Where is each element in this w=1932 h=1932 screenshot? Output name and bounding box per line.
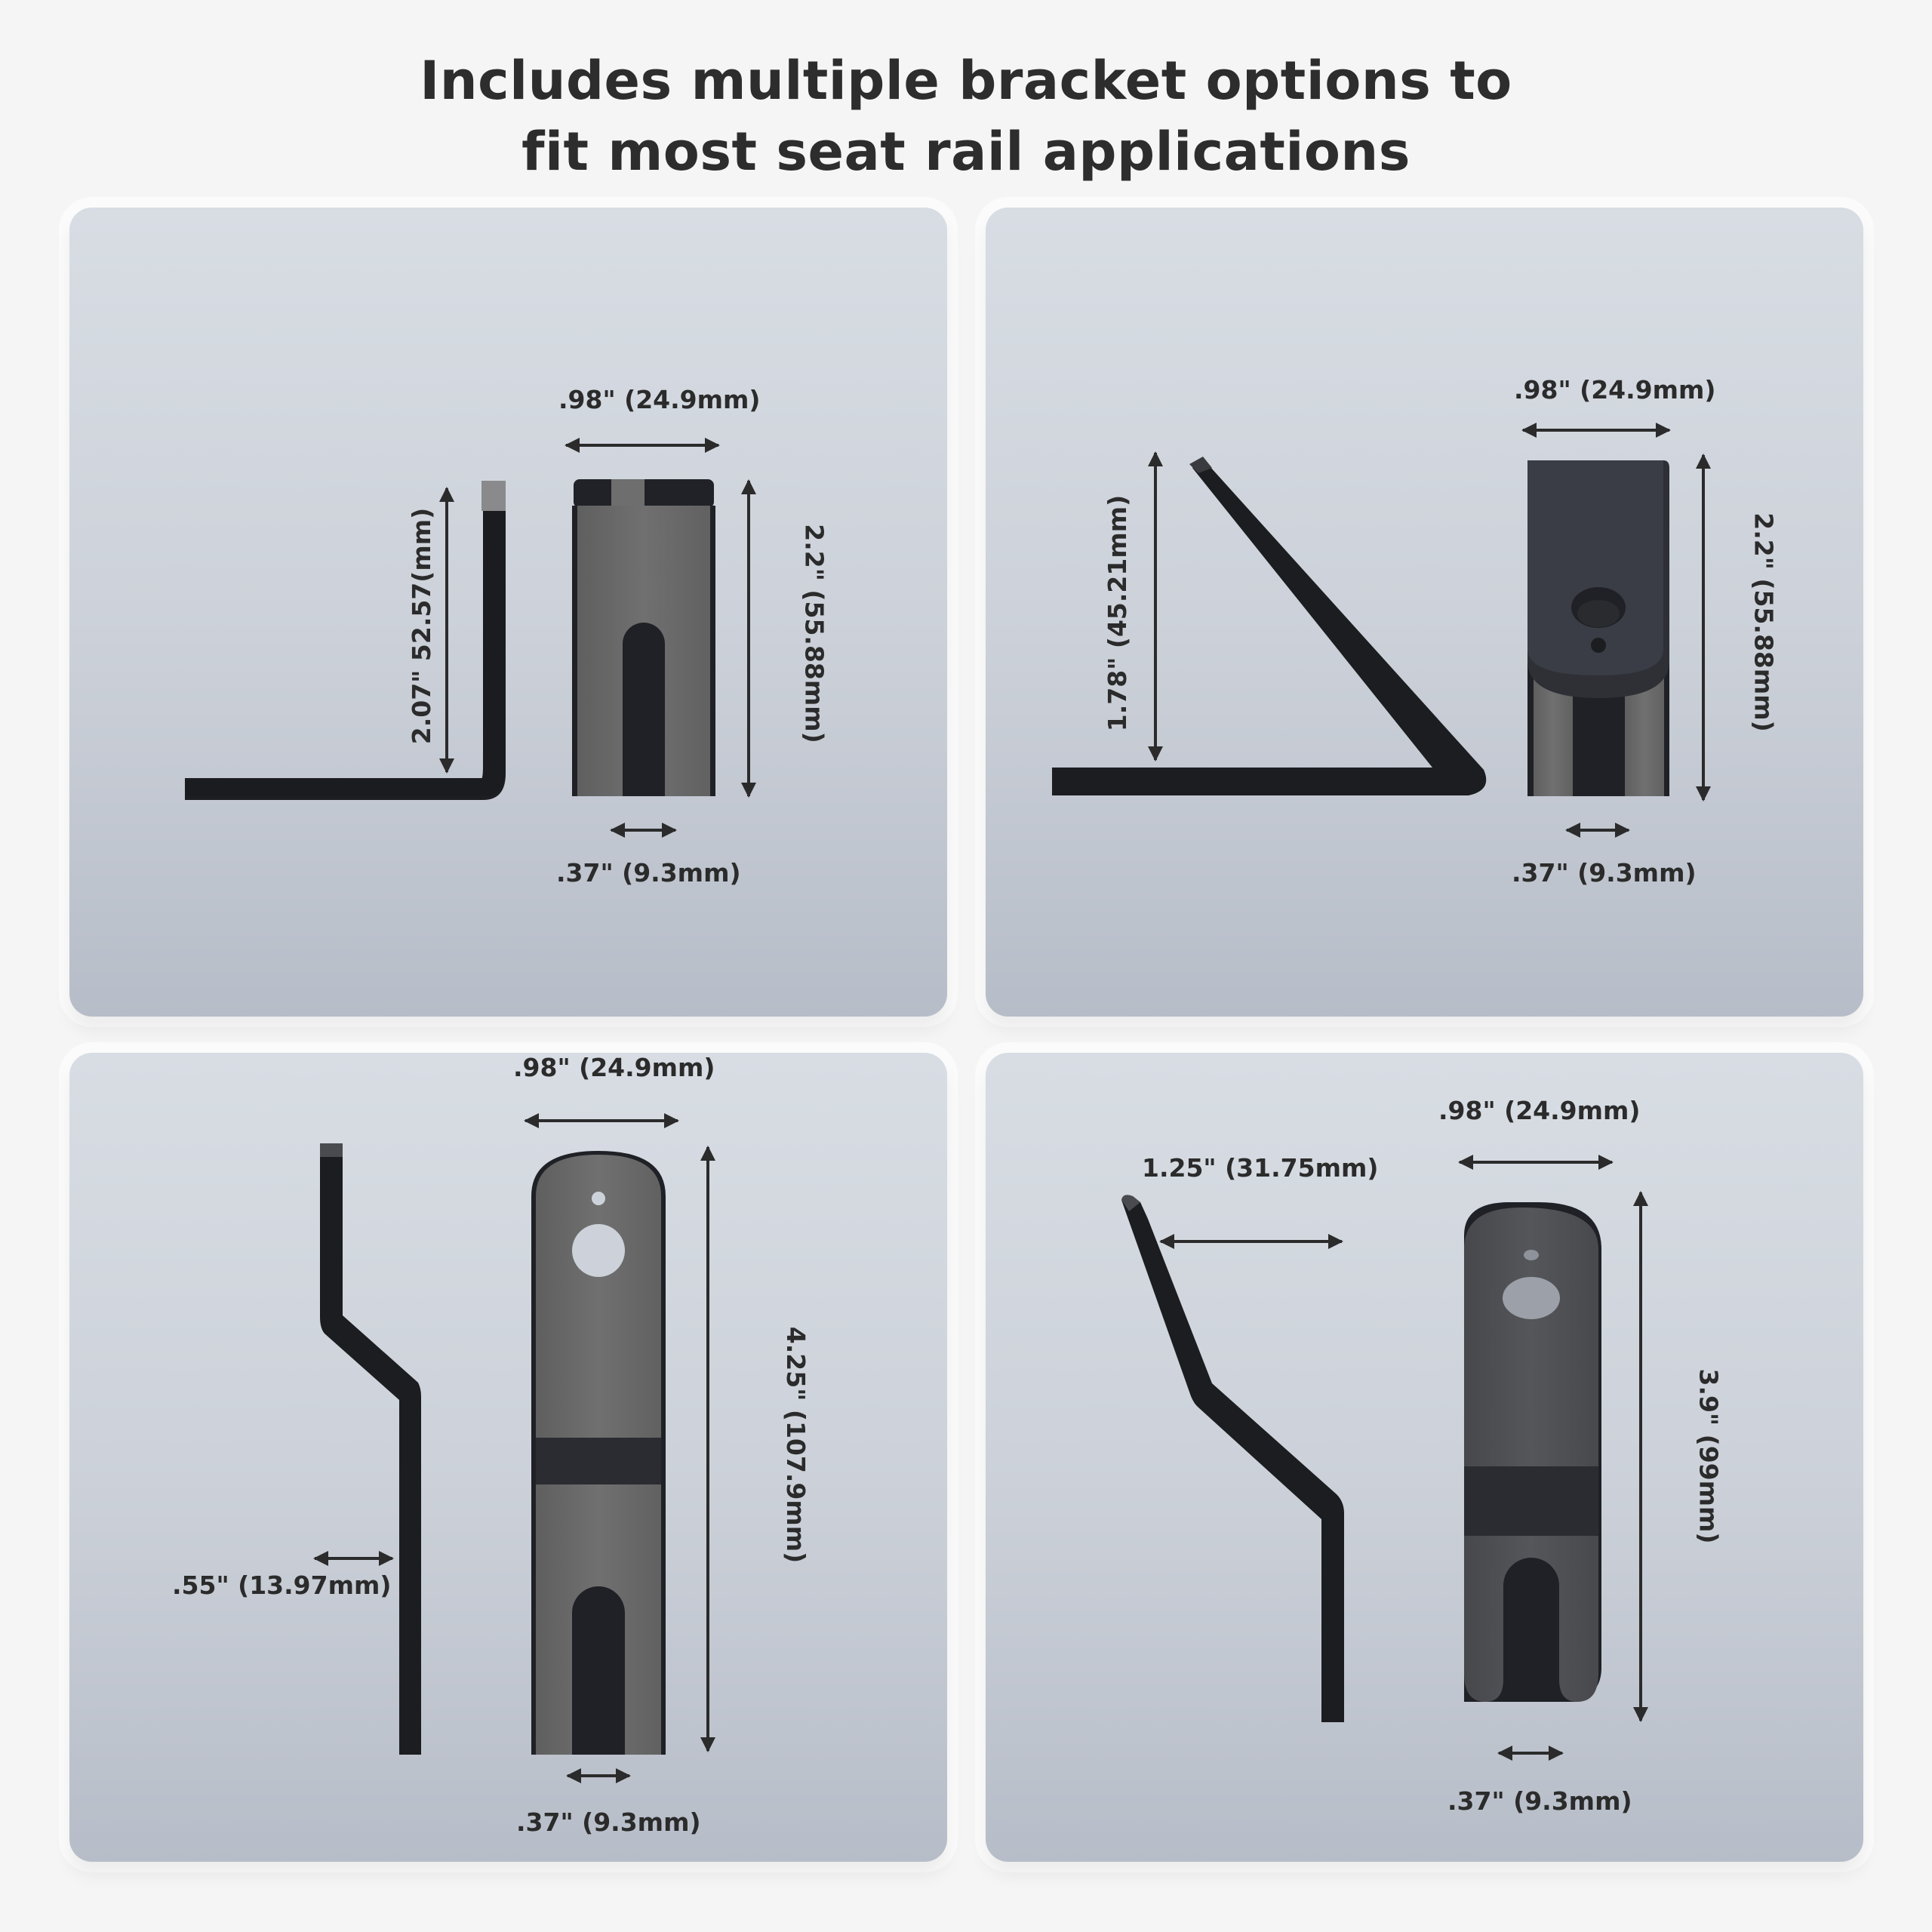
offset-dimension-label: .55" (13.97mm) bbox=[172, 1571, 392, 1600]
bracket-panel-angled: .98" (24.9mm) 1.78" (45.21mm) 2.2" (55.8… bbox=[986, 208, 1863, 1017]
height-dimension-label: 2.2" (55.88mm) bbox=[799, 524, 829, 743]
height-dimension-label: 4.25" (107.9mm) bbox=[781, 1326, 811, 1564]
bracket-panel-offset: .98" (24.9mm) .55" (13.97mm) 4.25" (107.… bbox=[69, 1053, 947, 1862]
slot-dimension-label: .37" (9.3mm) bbox=[1447, 1786, 1632, 1816]
title-line-1: Includes multiple bracket options to bbox=[420, 50, 1512, 112]
bracket-panel-angled-offset: .98" (24.9mm) 1.25" (31.75mm) 3.9" (99mm… bbox=[986, 1053, 1863, 1862]
l-bracket-drawing bbox=[185, 438, 756, 838]
title-line-2: fit most seat rail applications bbox=[521, 121, 1411, 183]
angled-offset-bracket-drawing bbox=[1121, 1155, 1648, 1761]
side-height-dimension-label: 1.78" (45.21mm) bbox=[1103, 494, 1133, 732]
slot-dimension-label: .37" (9.3mm) bbox=[556, 858, 741, 888]
offset-dimension-label: 1.25" (31.75mm) bbox=[1142, 1153, 1379, 1183]
width-dimension-label: .98" (24.9mm) bbox=[513, 1053, 715, 1082]
side-height-dimension-label: 2.07" 52.57(mm) bbox=[407, 507, 437, 745]
slot-dimension-label: .37" (9.3mm) bbox=[516, 1807, 701, 1837]
width-dimension-label: .98" (24.9mm) bbox=[1514, 375, 1716, 405]
page-title: Includes multiple bracket options to fit… bbox=[0, 45, 1932, 187]
offset-bracket-profile bbox=[320, 1143, 421, 1755]
l-bracket-profile bbox=[185, 481, 506, 800]
angled-bracket-profile bbox=[1052, 459, 1487, 795]
bracket-panel-l: .98" (24.9mm) 2.07" 52.57(mm) 2.2" (55.8… bbox=[69, 208, 947, 1017]
offset-bracket-drawing bbox=[313, 1113, 715, 1783]
angled-offset-bracket-profile bbox=[1121, 1195, 1344, 1722]
height-dimension-label: 2.2" (55.88mm) bbox=[1749, 512, 1779, 732]
width-dimension-label: .98" (24.9mm) bbox=[558, 385, 761, 414]
width-dimension-label: .98" (24.9mm) bbox=[1438, 1096, 1641, 1125]
height-dimension-label: 3.9" (99mm) bbox=[1694, 1368, 1724, 1544]
angled-bracket-drawing bbox=[1052, 423, 1711, 838]
slot-dimension-label: .37" (9.3mm) bbox=[1512, 858, 1697, 888]
